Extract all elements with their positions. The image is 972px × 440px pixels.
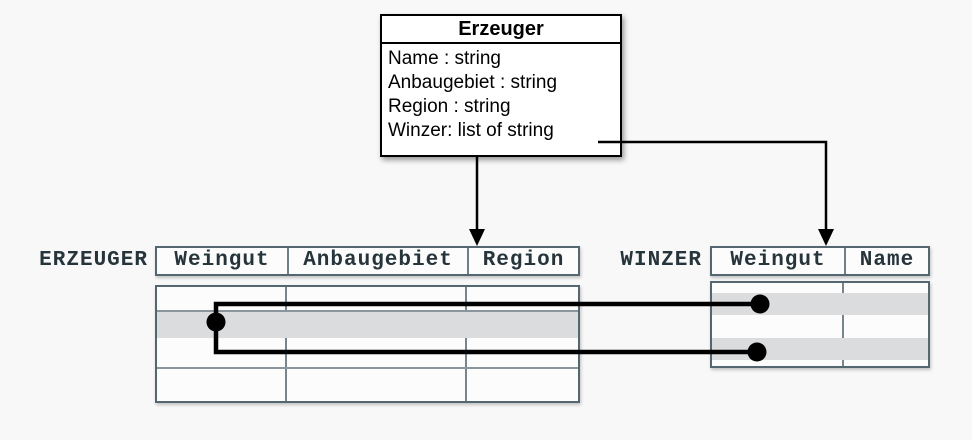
winzer-table-header: Weingut Name xyxy=(710,246,930,276)
winzer-column-weingut: Weingut xyxy=(730,249,826,272)
arrowhead-down-icon xyxy=(469,229,485,246)
winzer-table-body xyxy=(710,281,930,368)
erzeuger-table-body xyxy=(155,285,580,403)
winzer-highlighted-row xyxy=(712,293,928,315)
erzeuger-column-region: Region xyxy=(467,248,578,274)
class-to-erzeuger-arrow xyxy=(469,156,485,246)
arrowhead-down-icon xyxy=(818,229,834,246)
winzer-highlighted-row xyxy=(712,338,928,360)
uml-class-box-erzeuger: Erzeuger Name : string Anbaugebiet : str… xyxy=(380,14,622,157)
class-attribute-name: Name : string xyxy=(388,48,501,69)
erzeuger-highlighted-row xyxy=(157,312,578,338)
erzeuger-column-separator xyxy=(285,287,287,401)
erzeuger-table-header: Weingut Anbaugebiet Region xyxy=(155,246,580,276)
class-attribute-anbaugebiet: Anbaugebiet : string xyxy=(388,72,558,93)
class-winzer-to-winzer-arrow xyxy=(598,140,834,246)
winzer-column-separator xyxy=(842,283,844,366)
erzeuger-column-weingut: Weingut xyxy=(174,249,270,272)
erzeuger-table-label: ERZEUGER xyxy=(39,249,148,272)
erzeuger-row-gridline xyxy=(157,367,578,369)
class-attribute-region: Region : string xyxy=(388,96,511,117)
class-attribute-winzer: Winzer: list of string xyxy=(388,120,554,141)
winzer-table-label: WINZER xyxy=(620,249,702,272)
class-attribute-list: Name : string Anbaugebiet : string Regio… xyxy=(382,44,620,143)
class-title: Erzeuger xyxy=(382,16,620,44)
winzer-column-name: Name xyxy=(844,248,928,274)
erzeuger-column-separator xyxy=(465,287,467,401)
erzeuger-column-anbaugebiet: Anbaugebiet xyxy=(287,248,467,274)
